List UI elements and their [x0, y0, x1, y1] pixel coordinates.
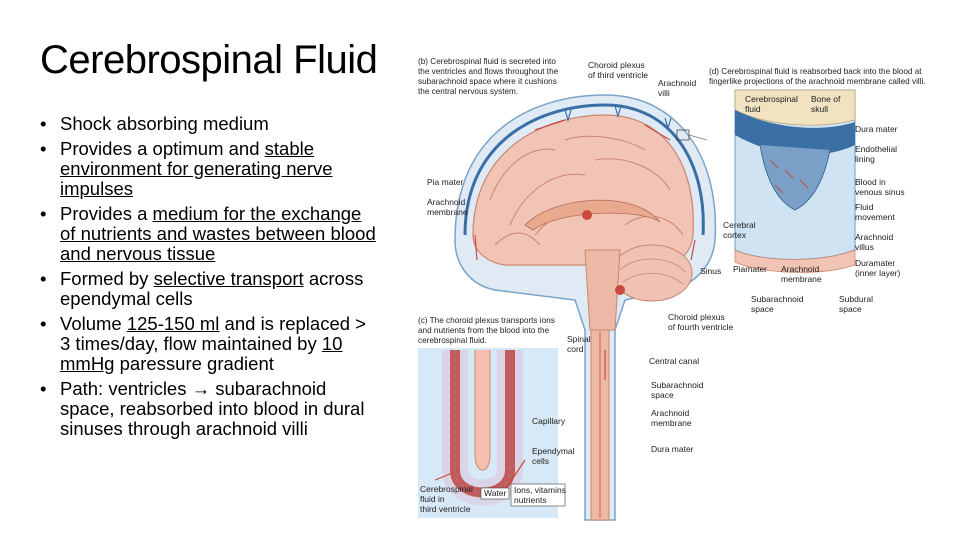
csf-anatomy-figure: (b) Cerebrospinal fluid is secreted into…: [415, 50, 960, 525]
svg-text:(d) Cerebrospinal fluid is rea: (d) Cerebrospinal fluid is reabsorbed ba…: [709, 67, 922, 76]
svg-text:Ependymal: Ependymal: [532, 446, 575, 456]
svg-text:fluid in: fluid in: [420, 494, 445, 504]
svg-text:third ventricle: third ventricle: [420, 504, 471, 514]
svg-text:(c) The choroid plexus transpo: (c) The choroid plexus transports ions: [418, 316, 555, 325]
svg-text:Bone of: Bone of: [811, 94, 841, 104]
svg-text:cerebrospinal fluid.: cerebrospinal fluid.: [418, 336, 487, 345]
svg-text:the ventricles and flows throu: the ventricles and flows throughout the: [418, 67, 559, 76]
svg-text:(b) Cerebrospinal fluid is sec: (b) Cerebrospinal fluid is secreted into: [418, 57, 556, 66]
svg-text:fluid: fluid: [745, 104, 761, 114]
caption-c: (c) The choroid plexus transports ions a…: [418, 316, 555, 345]
choroid-plexus-inset: [418, 348, 566, 518]
svg-text:of third ventricle: of third ventricle: [588, 70, 648, 80]
svg-text:Duramater: Duramater: [855, 258, 895, 268]
svg-text:Dura mater: Dura mater: [651, 444, 694, 454]
svg-text:Arachnoid: Arachnoid: [651, 408, 690, 418]
svg-text:Sinus: Sinus: [700, 266, 721, 276]
svg-text:Arachnoid: Arachnoid: [781, 264, 820, 274]
svg-text:cord: cord: [567, 344, 584, 354]
slide-title: Cerebrospinal Fluid: [40, 38, 378, 82]
svg-text:Water: Water: [484, 488, 507, 498]
svg-text:space: space: [839, 304, 862, 314]
svg-text:Fluid: Fluid: [855, 202, 874, 212]
svg-text:Choroid plexus: Choroid plexus: [668, 312, 725, 322]
svg-text:Choroid plexus: Choroid plexus: [588, 60, 645, 70]
svg-text:subarachnoid space where it cu: subarachnoid space where it cushions: [418, 77, 557, 86]
bullet-underlined-text: medium for the exchange of nutrients and…: [60, 203, 376, 264]
svg-text:villi: villi: [658, 88, 670, 98]
svg-text:Blood in: Blood in: [855, 177, 886, 187]
svg-text:(inner layer): (inner layer): [855, 268, 901, 278]
svg-text:Dura mater: Dura mater: [855, 124, 898, 134]
bullet-text: Volume: [60, 313, 127, 334]
svg-text:the central nervous system.: the central nervous system.: [418, 87, 518, 96]
svg-text:villus: villus: [855, 242, 874, 252]
svg-text:Arachnoid: Arachnoid: [855, 232, 894, 242]
bullet-underlined-text: 125-150 ml: [126, 313, 220, 334]
svg-text:Subarachnoid: Subarachnoid: [651, 380, 704, 390]
svg-text:Subdural: Subdural: [839, 294, 873, 304]
svg-text:Cerebrospinal: Cerebrospinal: [420, 484, 473, 494]
svg-text:movement: movement: [855, 212, 895, 222]
bullet-item: Provides a medium for the exchange of nu…: [40, 204, 380, 264]
svg-text:membrane: membrane: [427, 207, 468, 217]
svg-text:lining: lining: [855, 154, 875, 164]
svg-text:cells: cells: [532, 456, 549, 466]
bullet-list: Shock absorbing medium Provides a optimu…: [40, 114, 380, 444]
svg-text:Arachnoid: Arachnoid: [658, 78, 697, 88]
svg-text:Spinal: Spinal: [567, 334, 591, 344]
arachnoid-villus-inset: [734, 89, 856, 273]
svg-text:Subarachnoid: Subarachnoid: [751, 294, 804, 304]
svg-text:Endothelial: Endothelial: [855, 144, 897, 154]
svg-text:and nutrients from the blood i: and nutrients from the blood into the: [418, 326, 550, 335]
bullet-underlined-text: stable environment for generating nerve …: [60, 138, 333, 199]
bullet-item: Shock absorbing medium: [40, 113, 380, 135]
svg-text:Pia mater: Pia mater: [427, 177, 464, 187]
svg-text:skull: skull: [811, 104, 828, 114]
svg-text:nutrients: nutrients: [514, 495, 547, 505]
svg-text:membrane: membrane: [651, 418, 692, 428]
figure-labels: Choroid plexus of third ventricle Arachn…: [420, 60, 905, 514]
bullet-item: Formed by selective transport across epe…: [40, 269, 380, 309]
bullet-text: Provides a optimum and: [60, 138, 265, 159]
caption-b: (b) Cerebrospinal fluid is secreted into…: [418, 57, 559, 96]
svg-text:Cerebrospinal: Cerebrospinal: [745, 94, 798, 104]
bullet-text: paressure gradient: [114, 353, 274, 374]
bullet-text: and is replaced > 3 times/day, flow main…: [60, 313, 366, 354]
bullet-text: Path: ventricles → subarachnoid space, r…: [60, 378, 365, 439]
bullet-text: Shock absorbing medium: [60, 113, 269, 134]
svg-text:Ions, vitamins: Ions, vitamins: [514, 485, 566, 495]
svg-text:fingerlike projections of the: fingerlike projections of the arachnoid …: [709, 77, 926, 86]
svg-text:space: space: [751, 304, 774, 314]
svg-text:venous sinus: venous sinus: [855, 187, 905, 197]
bullet-underlined-text: selective transport: [153, 268, 304, 289]
bullet-item: Path: ventricles → subarachnoid space, r…: [40, 379, 380, 439]
svg-text:Cerebral: Cerebral: [723, 220, 756, 230]
bullet-text: across ependymal cells: [60, 268, 364, 309]
csf-anatomy-illustration: (b) Cerebrospinal fluid is secreted into…: [418, 57, 926, 521]
svg-text:membrane: membrane: [781, 274, 822, 284]
svg-text:Central canal: Central canal: [649, 356, 699, 366]
svg-text:Capillary: Capillary: [532, 416, 566, 426]
svg-text:space: space: [651, 390, 674, 400]
svg-text:cortex: cortex: [723, 230, 747, 240]
bullet-item: Provides a optimum and stable environmen…: [40, 139, 380, 199]
svg-text:Piamater: Piamater: [733, 264, 767, 274]
bullet-underlined-text: 10 mmHg: [60, 333, 343, 374]
brain-drawing: [454, 94, 717, 521]
bullet-item: Volume 125-150 ml and is replaced > 3 ti…: [40, 314, 380, 374]
bullet-text: Provides a: [60, 203, 153, 224]
caption-d: (d) Cerebrospinal fluid is reabsorbed ba…: [709, 67, 926, 86]
svg-text:of fourth ventricle: of fourth ventricle: [668, 322, 733, 332]
svg-text:Arachnoid: Arachnoid: [427, 197, 466, 207]
bullet-text: Formed by: [60, 268, 154, 289]
